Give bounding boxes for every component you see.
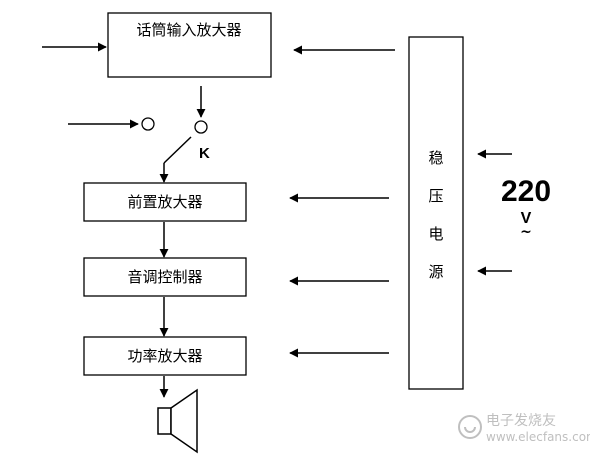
- selector-switch: K: [68, 117, 210, 164]
- mic-input-amplifier-label: 话筒输入放大器: [136, 21, 241, 39]
- mains-voltage-unit: V: [521, 210, 532, 227]
- mains-voltage-value: 220: [501, 175, 551, 208]
- switch-contact-aux: [141, 117, 155, 131]
- power-supply-char-3: 电: [428, 225, 443, 243]
- pre-amplifier-block: 前置放大器: [83, 182, 247, 222]
- switch-label-k: K: [199, 145, 210, 162]
- power-supply-char-1: 稳: [428, 149, 443, 167]
- power-amplifier-label: 功率放大器: [127, 347, 202, 365]
- watermark-logo-icon: [458, 415, 482, 439]
- watermark: 电子发烧友 www.elecfans.com: [458, 413, 590, 444]
- speaker-icon: [157, 388, 198, 454]
- switch-arm: [163, 136, 192, 164]
- ac-symbol: ~: [520, 224, 532, 240]
- regulated-power-supply-block: 稳 压 电 源: [408, 36, 464, 390]
- tone-control-label: 音调控制器: [127, 268, 202, 286]
- watermark-url: www.elecfans.com: [486, 430, 590, 444]
- power-supply-char-2: 压: [428, 187, 443, 205]
- tone-control-block: 音调控制器: [83, 257, 247, 297]
- watermark-text: 电子发烧友: [486, 413, 556, 429]
- mic-input-amplifier-block: 话筒输入放大器: [107, 12, 272, 78]
- power-amplifier-block: 功率放大器: [83, 336, 247, 376]
- pre-amplifier-label: 前置放大器: [127, 193, 202, 211]
- power-supply-char-4: 源: [428, 263, 443, 281]
- switch-contact-mic: [194, 120, 208, 134]
